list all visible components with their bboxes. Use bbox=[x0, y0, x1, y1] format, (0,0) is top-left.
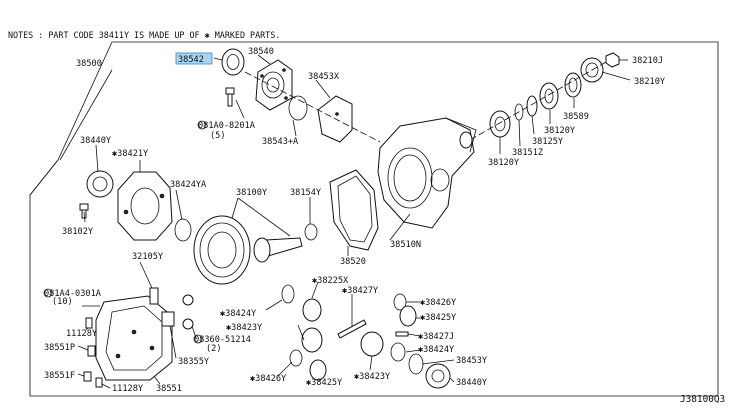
label-38424YA[interactable]: 38424YA bbox=[170, 180, 207, 190]
label-08360-qty: (2) bbox=[206, 344, 222, 354]
label-38120Y-a[interactable]: 38120Y bbox=[544, 126, 576, 136]
bolt-11128Y-b[interactable] bbox=[95, 377, 103, 388]
rear-cover-38520[interactable] bbox=[329, 169, 379, 251]
label-081A0[interactable]: 081A0-8201A bbox=[198, 121, 256, 131]
label-38440Y[interactable]: 38440Y bbox=[80, 136, 112, 146]
nut-38210J[interactable] bbox=[605, 52, 620, 68]
label-38540[interactable]: 38540 bbox=[248, 47, 274, 57]
pinion-38425Y-r[interactable] bbox=[399, 305, 417, 327]
label-38210J[interactable]: 38210J bbox=[632, 56, 663, 66]
plug-38551P[interactable] bbox=[87, 345, 96, 357]
label-38551F[interactable]: 38551F bbox=[44, 371, 75, 381]
oil-seal-38542[interactable] bbox=[221, 48, 245, 76]
label-38102Y[interactable]: 38102Y bbox=[62, 227, 94, 237]
label-38426Y-r[interactable]: ✱38426Y bbox=[420, 298, 457, 308]
part-labels: 38542 38540 38500 38453X 38210J 38210Y 0… bbox=[43, 47, 666, 394]
side-gear-38423Y-l[interactable] bbox=[301, 327, 323, 353]
plug-38551F[interactable] bbox=[83, 371, 92, 382]
breather-32105Y[interactable] bbox=[149, 287, 159, 305]
label-38426Y-b[interactable]: ✱38426Y bbox=[250, 374, 287, 384]
thrust-washer-38424Y-l[interactable] bbox=[281, 284, 295, 304]
side-flange-38540[interactable] bbox=[255, 59, 293, 111]
highlight-38542 bbox=[175, 52, 213, 65]
label-38510N[interactable]: 38510N bbox=[390, 240, 421, 250]
bearing-38440Y-b[interactable] bbox=[425, 363, 451, 389]
label-38520[interactable]: 38520 bbox=[340, 257, 366, 267]
label-08360[interactable]: 08360-51214 bbox=[194, 335, 251, 345]
label-38210Y[interactable]: 38210Y bbox=[634, 77, 666, 87]
label-38427J[interactable]: ✱38427J bbox=[418, 332, 454, 342]
label-38425Y-r[interactable]: ✱38425Y bbox=[420, 313, 457, 323]
label-38427Y[interactable]: ✱38427Y bbox=[342, 286, 379, 296]
label-38154Y[interactable]: 38154Y bbox=[290, 188, 322, 198]
spacer-38125Y[interactable] bbox=[526, 95, 538, 117]
label-38440Y-b[interactable]: 38440Y bbox=[456, 378, 488, 388]
label-38120Y-b[interactable]: 38120Y bbox=[488, 158, 520, 168]
axis-dash-right bbox=[469, 61, 607, 141]
leader-38500 bbox=[59, 69, 113, 161]
bolt-08360[interactable] bbox=[182, 294, 194, 330]
label-38151Z[interactable]: 38151Z bbox=[512, 148, 543, 158]
seal-38453Y[interactable] bbox=[408, 353, 424, 375]
label-38424Y-r[interactable]: ✱38424Y bbox=[418, 345, 455, 355]
spacer-38154Y[interactable] bbox=[304, 223, 318, 241]
label-38421Y[interactable]: ✱38421Y bbox=[112, 149, 149, 159]
bearing-38120Y-a[interactable] bbox=[539, 82, 559, 110]
axis-dash-left bbox=[244, 71, 381, 143]
bearing-38440Y[interactable] bbox=[86, 170, 114, 198]
label-38589[interactable]: 38589 bbox=[563, 112, 589, 122]
o-ring-38543[interactable] bbox=[288, 95, 308, 121]
label-38423Y-b[interactable]: ✱38423Y bbox=[354, 372, 391, 382]
bearing-38120Y-b[interactable] bbox=[489, 110, 511, 138]
label-38424Y-l[interactable]: ✱38424Y bbox=[220, 309, 257, 319]
bolt-11128Y-a[interactable] bbox=[85, 317, 93, 329]
diff-case-38421Y[interactable] bbox=[117, 171, 173, 241]
side-gear-38423Y-b[interactable] bbox=[360, 331, 384, 357]
pinion-38425Y-b[interactable] bbox=[309, 359, 327, 381]
diff-mount-38551[interactable] bbox=[95, 295, 173, 381]
label-38542[interactable]: 38542 bbox=[178, 55, 204, 65]
pin-38427J[interactable] bbox=[395, 331, 409, 337]
diagram-code: J38100Q3 bbox=[680, 394, 725, 405]
label-38551[interactable]: 38551 bbox=[156, 384, 182, 394]
pinion-shaft-38427Y[interactable] bbox=[337, 319, 367, 339]
label-38125Y[interactable]: 38125Y bbox=[532, 137, 564, 147]
label-081A4-qty: (10) bbox=[52, 297, 73, 307]
plug-38355Y[interactable] bbox=[161, 311, 175, 327]
label-38355Y[interactable]: 38355Y bbox=[178, 357, 210, 367]
label-38100Y[interactable]: 38100Y bbox=[236, 188, 268, 198]
gear-carrier-38510N[interactable] bbox=[377, 117, 477, 229]
label-081A4[interactable]: 081A4-0301A bbox=[44, 289, 102, 299]
washer-38426Y-b[interactable] bbox=[289, 349, 303, 367]
leader-lines bbox=[77, 54, 631, 389]
label-11128Y-b[interactable]: 11128Y bbox=[112, 384, 144, 394]
label-38500[interactable]: 38500 bbox=[76, 59, 102, 69]
label-38425Y-b[interactable]: ✱38425Y bbox=[306, 378, 343, 388]
pinion-mate-38225X[interactable] bbox=[302, 298, 322, 322]
oil-seal-38589[interactable] bbox=[564, 72, 582, 98]
header-note: NOTES : PART CODE 38411Y IS MADE UP OF ✱… bbox=[8, 30, 280, 40]
ring-gear-38100Y[interactable] bbox=[193, 215, 303, 285]
label-38453X[interactable]: 38453X bbox=[308, 72, 340, 82]
label-38225X[interactable]: ✱38225X bbox=[312, 276, 349, 286]
assembly-border bbox=[29, 41, 719, 397]
bolt-symbol-icon-3 bbox=[193, 334, 203, 344]
label-38453Y[interactable]: 38453Y bbox=[456, 356, 488, 366]
label-38551P[interactable]: 38551P bbox=[44, 343, 75, 353]
label-11128Y-a[interactable]: 11128Y bbox=[66, 329, 98, 339]
bolt-symbol-icon bbox=[197, 120, 207, 130]
bolt-081A0[interactable] bbox=[225, 87, 235, 107]
bolt-symbol-icon-2 bbox=[43, 288, 53, 298]
label-081A0-qty: (5) bbox=[210, 131, 226, 141]
washer-38424Y-r[interactable] bbox=[390, 342, 406, 362]
label-38543A[interactable]: 38543+A bbox=[262, 137, 299, 147]
washer-38424YA[interactable] bbox=[174, 218, 192, 242]
label-38423Y-l[interactable]: ✱38423Y bbox=[226, 323, 263, 333]
label-32105Y[interactable]: 32105Y bbox=[132, 252, 164, 262]
